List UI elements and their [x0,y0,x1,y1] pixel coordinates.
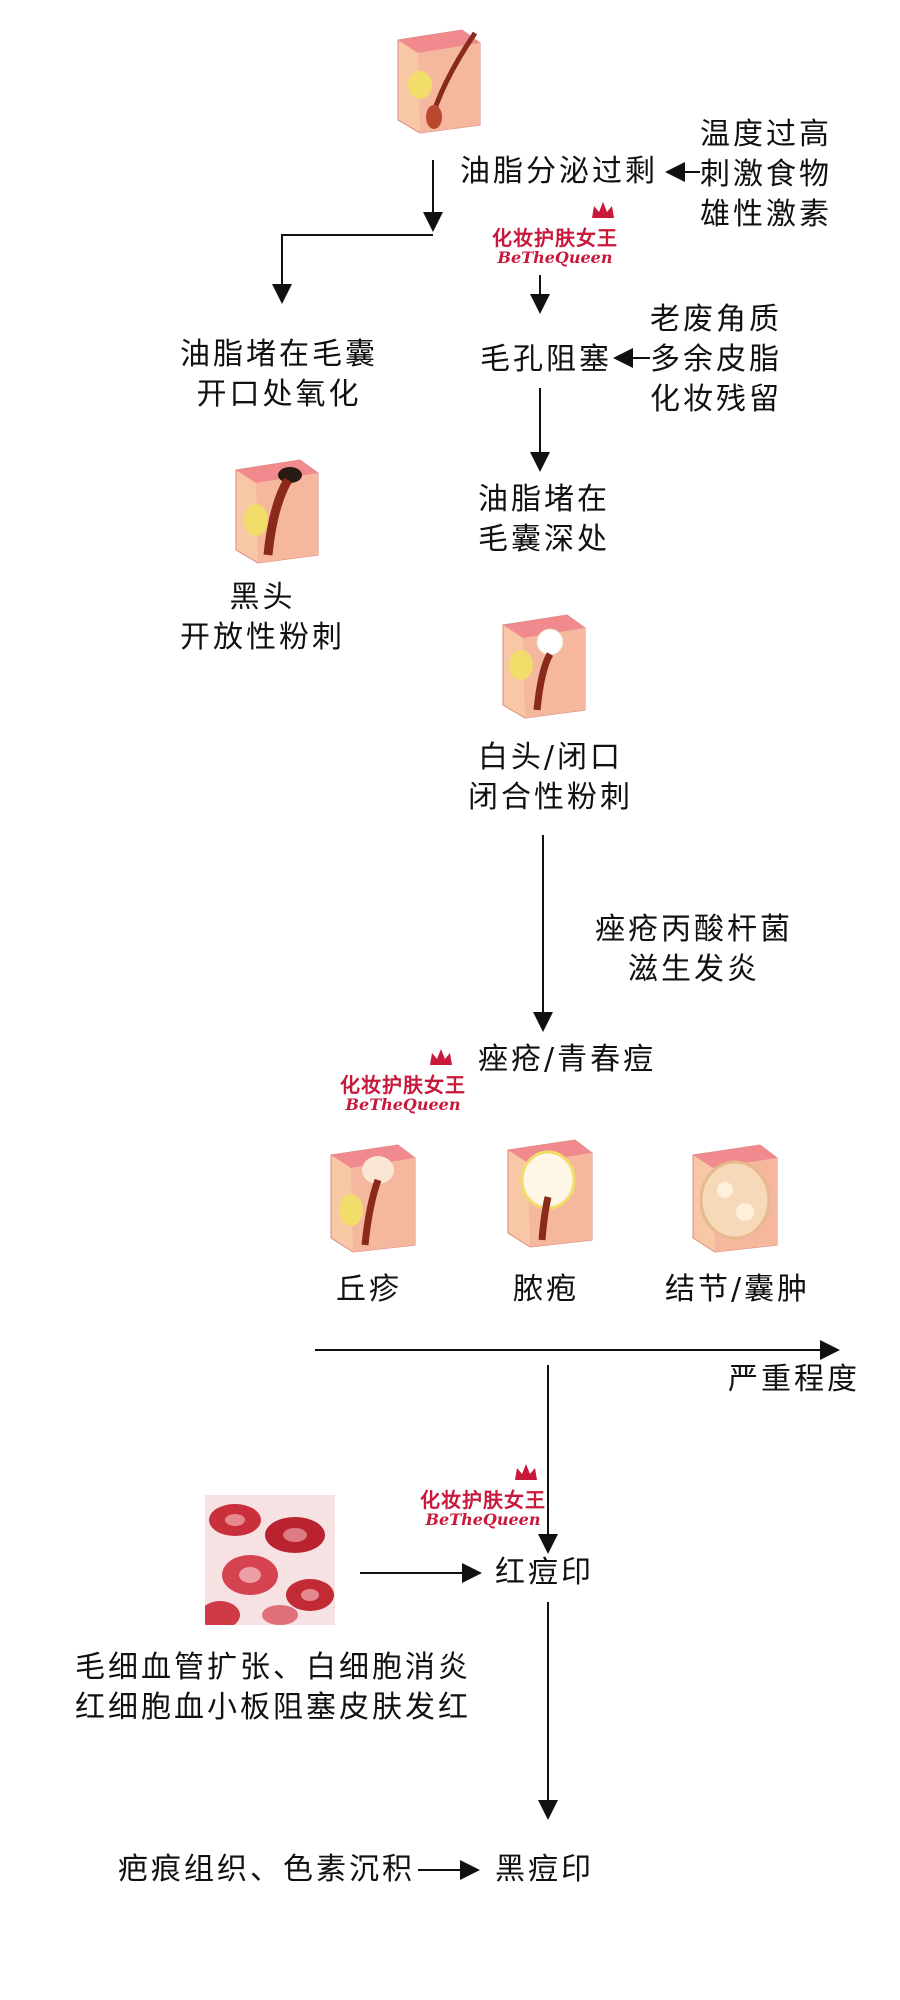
severity-label: 严重程度 [728,1362,860,1397]
watermark: 化妆护肤女王 BeTheQueen [398,1460,568,1540]
node-red-mark: 红痘印 [495,1555,594,1590]
node-whitehead: 白头/闭口 闭合性粉刺 [468,740,633,815]
skin-papule [330,1144,416,1253]
watermark: 化妆护肤女王 BeTheQueen [318,1045,488,1125]
node-acne: 痤疮/青春痘 [478,1042,657,1077]
stage-pustule: 脓疱 [513,1272,579,1307]
node-pore-blocked: 毛孔阻塞 [480,342,612,377]
node-deep-follicle: 油脂堵在 毛囊深处 [478,482,610,557]
skin-pustule [507,1139,593,1248]
node-triggers: 温度过高 刺激食物 雄性激素 [700,117,832,232]
node-blackhead: 黑头 开放性粉刺 [180,580,345,655]
stage-papule: 丘疹 [336,1272,402,1307]
node-dark-mark: 黑痘印 [495,1852,594,1887]
crown-icon [515,1464,537,1480]
node-oil-secretion: 油脂分泌过剩 [460,154,658,189]
watermark: 化妆护肤女王 BeTheQueen [470,198,640,278]
crown-icon [592,202,614,218]
red-blood-cells-image [205,1495,335,1625]
skin-blackhead [235,459,319,564]
node-dark-mark-cause: 疤痕组织、色素沉积 [118,1852,415,1887]
stage-nodule-cyst: 结节/囊肿 [665,1272,811,1307]
node-red-mark-cause: 毛细血管扩张、白细胞消炎 红细胞血小板阻塞皮肤发红 [75,1650,471,1725]
node-bacteria: 痤疮丙酸杆菌 滋生发炎 [595,912,793,987]
skin-whitehead [502,614,586,719]
skin-cross-section-top [397,29,481,134]
skin-nodule [692,1144,778,1253]
node-pore-causes: 老废角质 多余皮脂 化妆残留 [650,302,782,417]
arrow-oil-to-oxidize [272,234,433,304]
node-oxidize: 油脂堵在毛囊 开口处氧化 [180,337,378,412]
crown-icon [430,1049,452,1065]
